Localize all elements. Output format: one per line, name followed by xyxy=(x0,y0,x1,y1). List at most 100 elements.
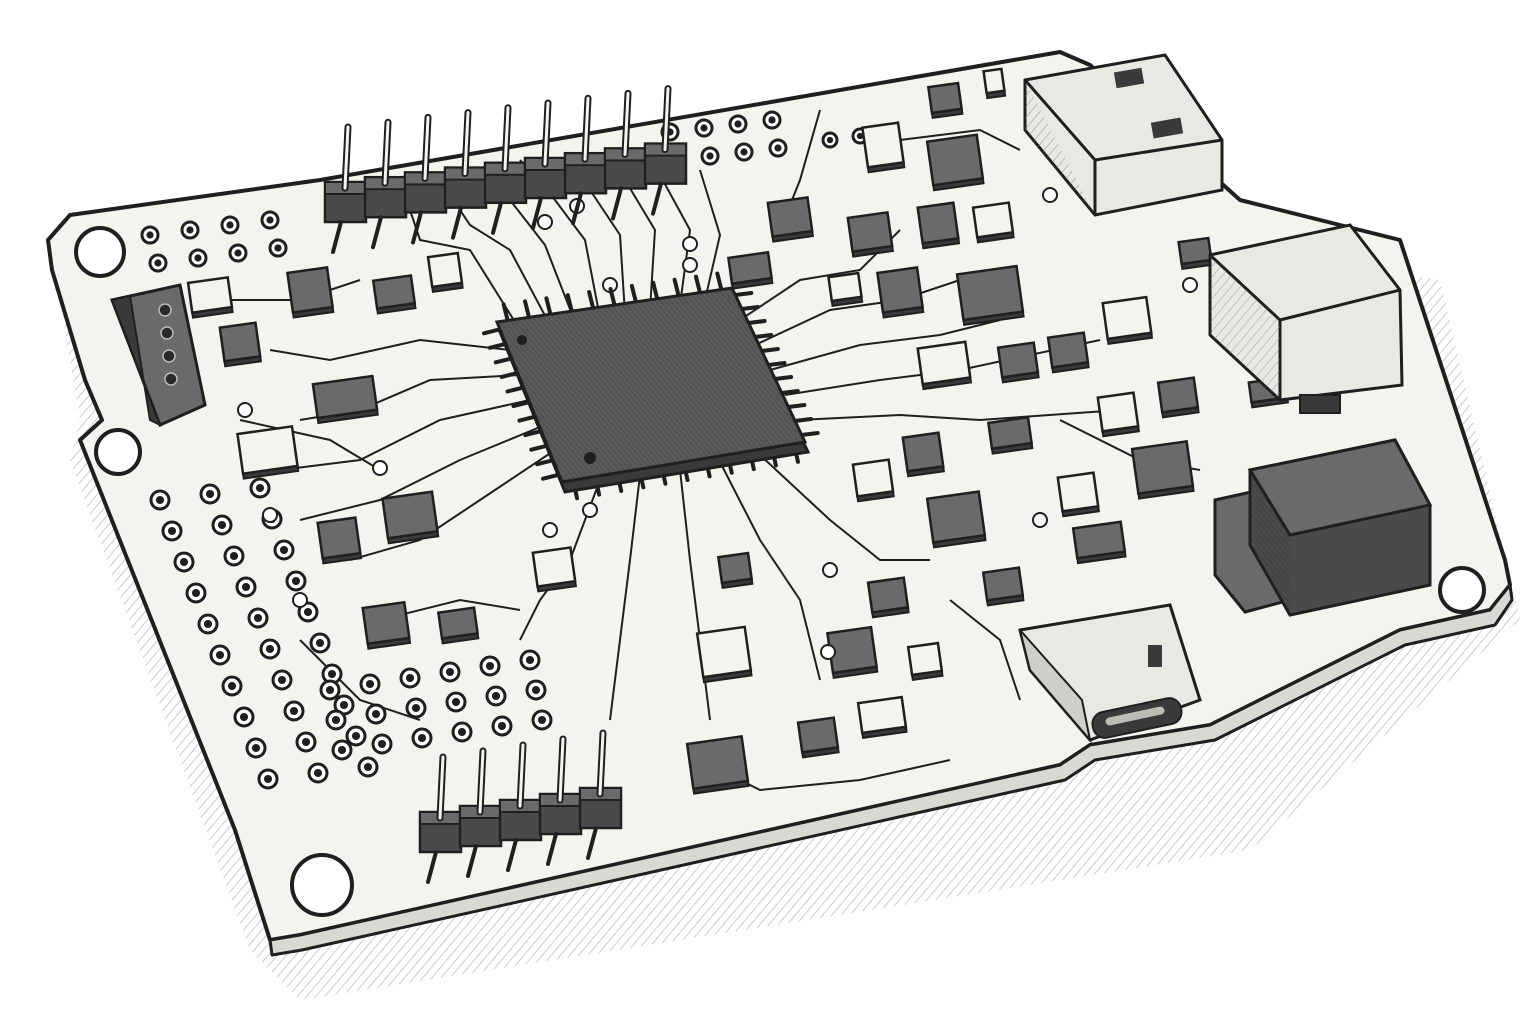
through-hole-core xyxy=(363,762,373,772)
header-pin-leg xyxy=(411,210,423,245)
test-pad xyxy=(1182,277,1198,293)
board-edge xyxy=(268,583,1514,957)
through-hole-core xyxy=(531,685,541,695)
header-pin-leg xyxy=(371,215,383,250)
chip-pin xyxy=(565,293,574,314)
smd-component xyxy=(971,201,1015,239)
through-hole-core xyxy=(491,691,501,701)
through-hole-core xyxy=(325,685,335,695)
through-hole-core xyxy=(365,679,375,689)
copper-trace xyxy=(299,424,546,521)
chip-pin xyxy=(529,443,550,452)
through-hole-core xyxy=(485,661,495,671)
chip-pin1-marker xyxy=(517,335,527,345)
header-pin-leg xyxy=(586,826,598,860)
chip-pin xyxy=(786,403,807,409)
chip-pin xyxy=(651,280,660,301)
smd-component xyxy=(1130,439,1195,496)
power-inductor-icon xyxy=(1213,438,1433,617)
copper-trace xyxy=(239,419,381,471)
header-pin-shine xyxy=(438,755,445,820)
test-pad xyxy=(822,562,838,578)
chip-pin xyxy=(535,458,556,467)
smd-component xyxy=(766,195,814,239)
chip-pin xyxy=(523,429,544,438)
smd-component xyxy=(827,271,863,303)
smd-component xyxy=(796,716,840,754)
through-hole-core xyxy=(303,607,313,617)
through-hole-core xyxy=(291,576,301,586)
header-pin-leg xyxy=(651,181,663,216)
test-pad xyxy=(372,460,388,476)
copper-trace xyxy=(609,474,641,721)
chip-pin xyxy=(733,291,754,297)
header-pin-shine xyxy=(343,125,350,190)
through-hole-core xyxy=(255,483,265,493)
through-hole-core xyxy=(217,520,227,530)
through-hole-core xyxy=(337,745,347,755)
header-pin-leg xyxy=(546,832,558,866)
chip-dot-marker xyxy=(584,452,596,464)
through-hole-core xyxy=(279,545,289,555)
mounting-hole-icon xyxy=(1438,566,1486,614)
through-hole-core xyxy=(331,715,341,725)
header-pin-leg xyxy=(571,191,583,226)
copper-trace xyxy=(269,338,511,362)
through-hole-core xyxy=(167,526,177,536)
test-pad xyxy=(292,592,308,608)
bottom-pin-header xyxy=(418,729,623,884)
chip-pin xyxy=(759,347,780,353)
smd-component xyxy=(436,606,480,640)
through-hole-core xyxy=(289,706,299,716)
terminal-block xyxy=(109,283,207,428)
chip-pin xyxy=(793,417,814,423)
smd-component xyxy=(986,415,1034,451)
through-hole-core xyxy=(229,551,239,561)
header-pin-shine xyxy=(478,749,485,814)
through-hole-core xyxy=(734,120,742,128)
smd-component xyxy=(186,275,234,315)
smd-component xyxy=(925,133,985,187)
smd-component xyxy=(856,695,908,735)
through-hole-core xyxy=(497,721,507,731)
chip-pin xyxy=(766,361,787,367)
through-hole-core xyxy=(239,712,249,722)
smd-component xyxy=(846,210,894,254)
copper-trace xyxy=(769,319,1001,371)
smd-component xyxy=(726,250,774,286)
smd-component xyxy=(371,274,417,310)
through-hole-core xyxy=(263,774,273,784)
smd-component xyxy=(925,490,987,544)
through-hole-core xyxy=(826,136,834,144)
chip-pin xyxy=(672,277,681,298)
mounting-hole-icon xyxy=(74,226,126,278)
smd-component xyxy=(316,516,362,560)
through-hole-core xyxy=(768,116,776,124)
test-pad xyxy=(537,214,553,230)
through-hole-core xyxy=(274,244,282,252)
through-hole-core xyxy=(155,495,165,505)
chip-pin xyxy=(753,333,774,339)
header-pin-shine xyxy=(463,111,470,176)
smd-component xyxy=(236,424,299,476)
header-pin-leg xyxy=(466,844,478,878)
through-hole-core xyxy=(774,144,782,152)
test-pad xyxy=(542,522,558,538)
top-pin-header xyxy=(323,85,688,254)
chip-pin xyxy=(517,414,538,423)
through-hole-core xyxy=(215,650,225,660)
through-hole-core xyxy=(301,737,311,747)
chip-pin xyxy=(799,431,820,437)
chip-pin xyxy=(779,389,800,395)
terminal-screw-icon xyxy=(164,372,178,386)
smd-component xyxy=(982,67,1006,95)
smd-component xyxy=(860,121,906,169)
chip-pin xyxy=(501,302,510,323)
mounting-hole-icon xyxy=(290,853,354,917)
through-hole-core xyxy=(253,613,263,623)
chip-pin xyxy=(629,283,638,304)
copper-trace xyxy=(349,449,556,561)
through-hole-core xyxy=(445,667,455,677)
through-hole-core xyxy=(706,152,714,160)
